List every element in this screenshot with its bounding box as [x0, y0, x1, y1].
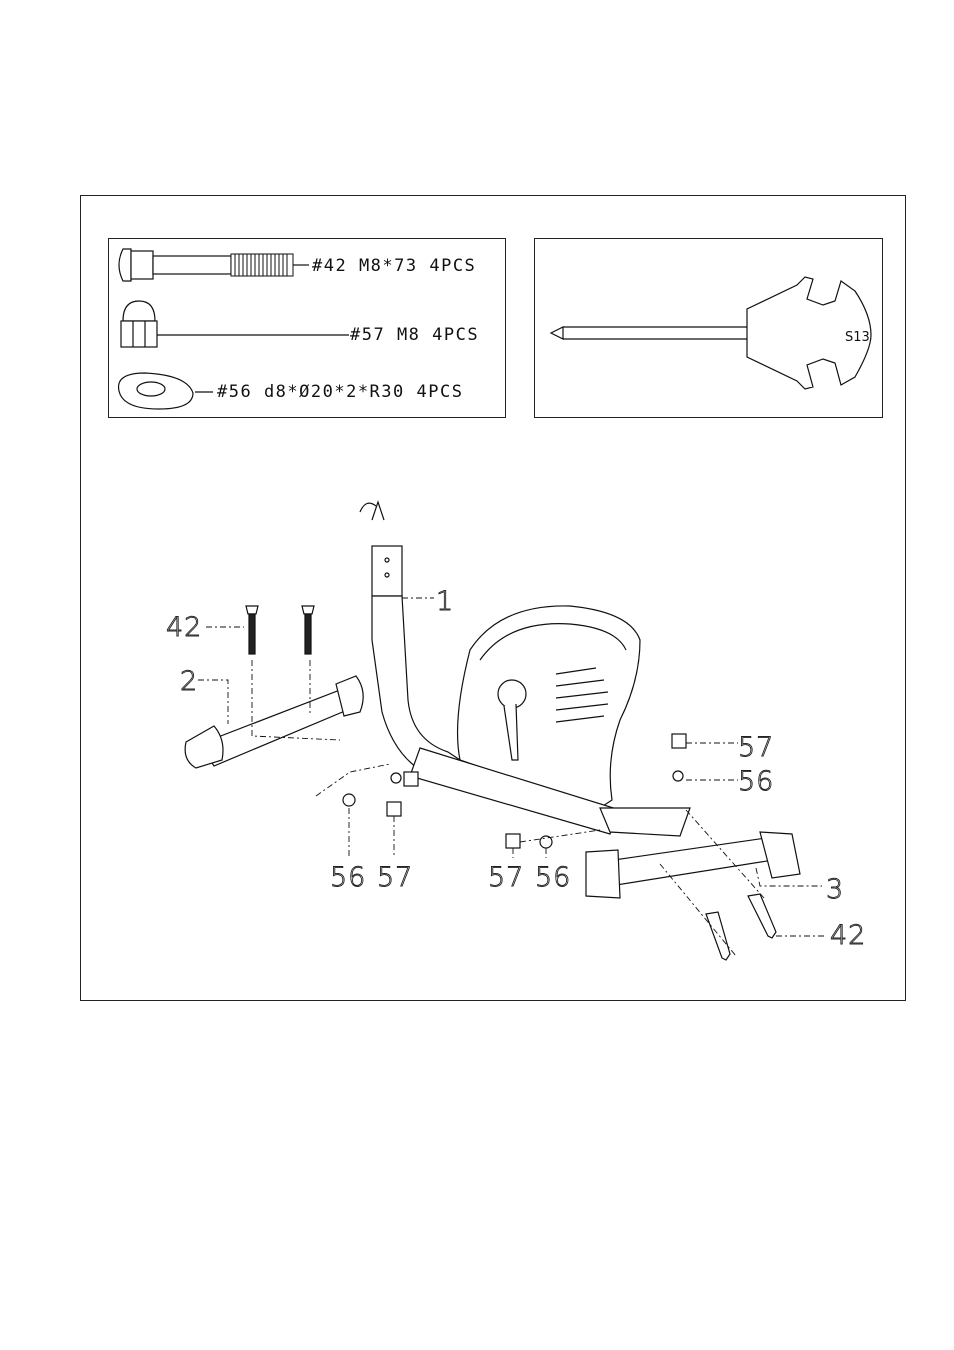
callout-56-bottom-left: 56 [330, 862, 366, 893]
callout-1: 1 [436, 586, 454, 617]
acorn-nut-icon [120, 300, 349, 348]
part-42-label: #42 M8*73 4PCS [312, 256, 477, 276]
hardware-drawings [117, 248, 349, 410]
part-56-label: #56 d8*Ø20*2*R30 4PCS [217, 382, 464, 402]
assembly-step-frame [80, 195, 906, 1001]
callout-42-left: 42 [166, 612, 202, 643]
part-57-label: #57 M8 4PCS [350, 325, 480, 345]
callout-57-right: 57 [738, 732, 774, 763]
callout-42-right: 42 [830, 920, 866, 951]
wrench-size-label: S13 [845, 330, 870, 345]
bike-frame-drawing [184, 500, 801, 961]
callout-56-right: 56 [738, 766, 774, 797]
carriage-bolt-icon [118, 248, 309, 282]
callout-3: 3 [826, 874, 844, 905]
bolt-drawings [245, 605, 777, 961]
tool-box: S13 [534, 238, 883, 418]
callout-57-bottom-left: 57 [377, 862, 413, 893]
callout-56-bottom-mid: 56 [535, 862, 571, 893]
leader-lines [198, 597, 826, 957]
callout-2: 2 [180, 666, 198, 697]
wrench-screwdriver-drawing: S13 [549, 276, 872, 390]
hardware-parts-box: #42 M8*73 4PCS #57 M8 4PCS #56 d8*Ø20*2*… [108, 238, 506, 418]
callout-57-bottom-mid: 57 [488, 862, 524, 893]
washer-icon [117, 372, 213, 410]
wrench-screwdriver-icon [549, 276, 872, 390]
